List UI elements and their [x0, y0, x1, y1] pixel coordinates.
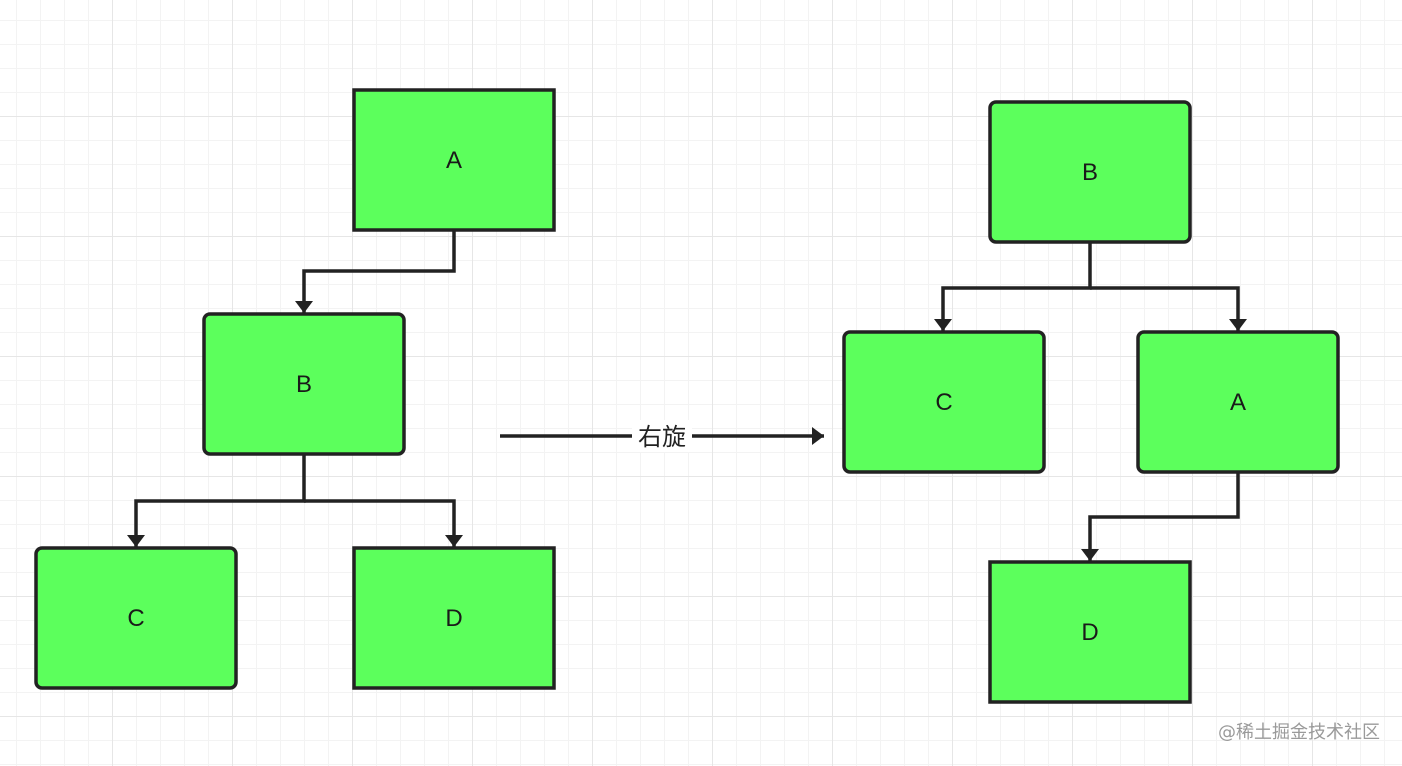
- left-node-b: B: [202, 312, 406, 456]
- right-node-a: A: [1136, 330, 1340, 474]
- rotation-label: 右旋: [638, 423, 686, 451]
- right-edge-b-c: [934, 242, 1092, 331]
- left-edge-a-b: [295, 230, 456, 313]
- right-node-b-label: B: [1082, 159, 1098, 186]
- right-node-c-label: C: [935, 389, 952, 416]
- right-tree: B C A D: [842, 100, 1340, 704]
- left-node-d-label: D: [445, 605, 462, 632]
- left-node-c: C: [34, 546, 238, 690]
- right-edge-a-d: [1081, 472, 1240, 561]
- rotation-arrow: 右旋: [500, 420, 824, 452]
- left-node-d: D: [352, 546, 556, 690]
- left-node-a: A: [352, 88, 556, 232]
- left-edge-b-c: [127, 454, 306, 547]
- left-tree: A B C D: [34, 88, 556, 690]
- left-node-b-label: B: [296, 371, 312, 398]
- left-node-c-label: C: [127, 605, 144, 632]
- right-edge-b-a: [1090, 286, 1247, 331]
- left-edge-b-d: [304, 499, 463, 547]
- right-node-b: B: [988, 100, 1192, 244]
- right-node-a-label: A: [1230, 389, 1246, 416]
- right-node-c: C: [842, 330, 1046, 474]
- right-node-d-label: D: [1081, 619, 1098, 646]
- watermark: @稀土掘金技术社区: [1218, 722, 1380, 743]
- right-node-d: D: [988, 560, 1192, 704]
- left-node-a-label: A: [446, 147, 462, 174]
